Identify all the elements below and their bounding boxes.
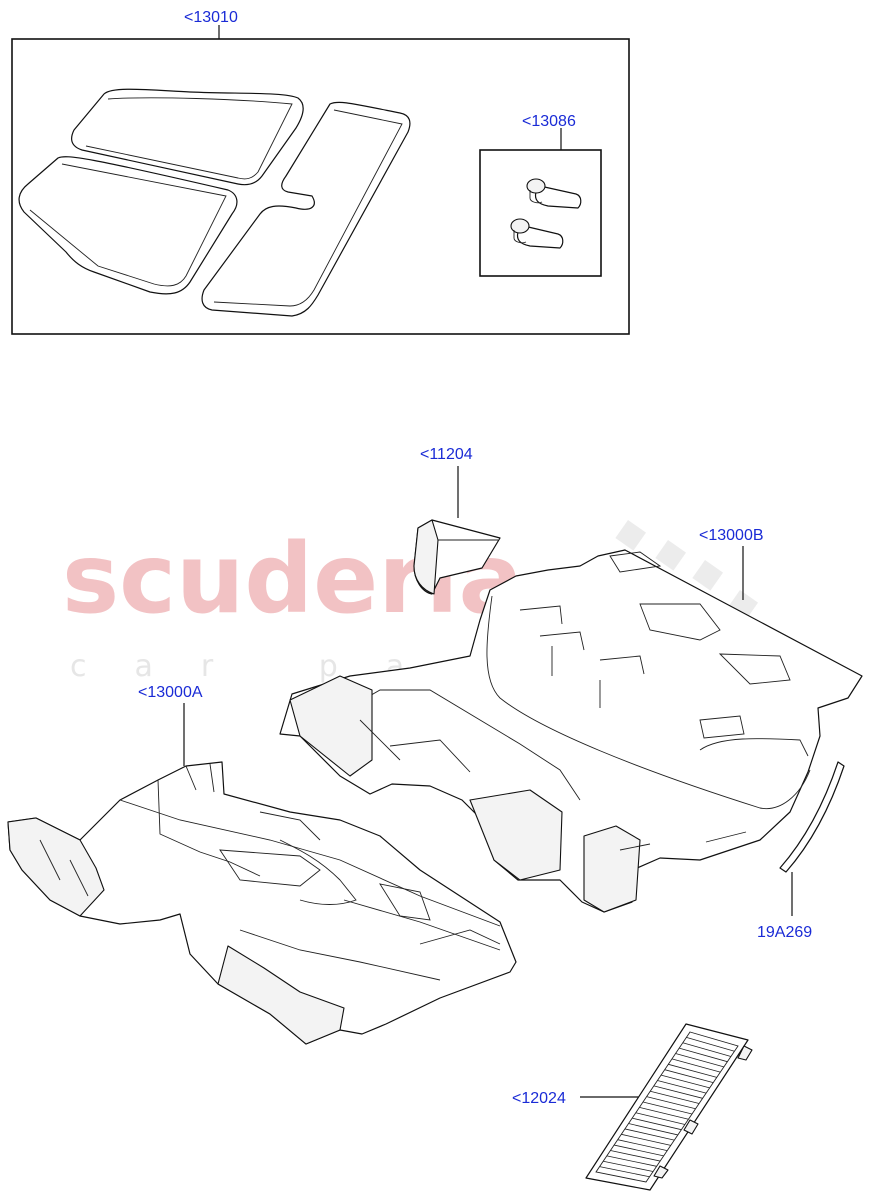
callout-13010[interactable]: <13010	[184, 9, 238, 26]
callout-13086[interactable]: <13086	[522, 113, 576, 130]
mat-clips-group: <13086	[479, 113, 602, 277]
pedal-rib	[632, 1117, 682, 1131]
pedal-rib	[624, 1128, 675, 1141]
pedal-rib	[650, 1090, 700, 1104]
pedal-rib	[642, 1101, 693, 1115]
pedal-pad	[585, 1023, 753, 1191]
pedal-rib	[686, 1037, 735, 1052]
pedal-rib	[635, 1112, 686, 1125]
insulator-pad-group: <11204	[413, 446, 501, 595]
pedal-rib	[668, 1063, 717, 1078]
clip-upper	[526, 178, 582, 209]
front-right-mat	[201, 101, 411, 317]
pedal-rib	[639, 1106, 689, 1120]
pedal-rib	[599, 1166, 650, 1178]
callout-13000A[interactable]: <13000A	[138, 684, 203, 701]
pedal-rib	[603, 1160, 654, 1172]
pedal-rib	[610, 1150, 661, 1162]
pedal-pad-ribs	[599, 1037, 735, 1178]
insulator-pad	[413, 519, 501, 595]
pedal-rib	[682, 1042, 732, 1057]
rear-mat	[18, 156, 238, 295]
pedal-rib	[653, 1085, 703, 1099]
front-floor-carpet-group: <13000A	[7, 684, 517, 1045]
mat-clips-frame	[479, 149, 602, 277]
pedal-rib	[657, 1080, 707, 1094]
floor-mat-kit-group: <13010 <13086	[11, 9, 630, 335]
callout-11204[interactable]: <11204	[420, 446, 473, 463]
pedal-pad-group: <12024	[512, 1023, 753, 1191]
trim-strip	[779, 761, 845, 873]
callout-12024[interactable]: <12024	[512, 1090, 566, 1107]
pedal-rib	[606, 1155, 657, 1167]
pedal-rib	[613, 1144, 664, 1157]
rear-floor-carpet	[279, 549, 863, 913]
pedal-rib	[617, 1139, 668, 1152]
pedal-rib	[664, 1069, 714, 1084]
front-left-mat	[71, 88, 304, 186]
floor-mat-kit-frame	[11, 38, 630, 335]
pedal-rib	[675, 1053, 724, 1068]
front-floor-carpet	[7, 761, 517, 1045]
rear-floor-carpet-group: <13000B	[279, 527, 863, 913]
callout-19A269[interactable]: 19A269	[757, 924, 812, 941]
pedal-rib	[660, 1074, 710, 1089]
pedal-rib	[628, 1123, 678, 1136]
clip-lower	[510, 218, 564, 249]
pedal-rib	[679, 1047, 728, 1063]
callout-13000B[interactable]: <13000B	[699, 527, 764, 544]
pedal-rib	[621, 1133, 671, 1146]
trim-strip-group: 19A269	[757, 761, 845, 941]
pedal-rib	[671, 1058, 721, 1073]
pedal-rib	[646, 1096, 696, 1110]
